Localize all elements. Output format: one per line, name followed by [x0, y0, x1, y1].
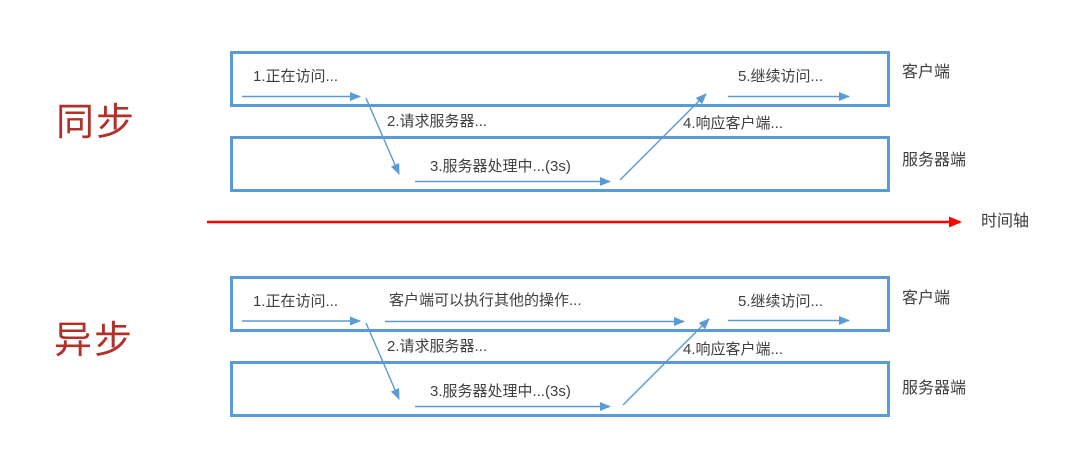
sync-server-box-label: 服务器端 — [902, 152, 967, 169]
async-client-box-label: 客户端 — [902, 290, 951, 307]
timeline-axis-label: 时间轴 — [981, 213, 1030, 230]
async-client-box — [230, 276, 890, 332]
sync-step-1-label: 1.正在访问... — [253, 68, 339, 85]
async-step-3-label: 3.服务器处理中...(3s) — [430, 383, 571, 400]
sync-client-box — [230, 51, 890, 107]
sync-step-4-label: 4.响应客户端... — [683, 115, 784, 132]
sync-step-3-label: 3.服务器处理中...(3s) — [430, 158, 571, 175]
async-server-box-label: 服务器端 — [902, 380, 967, 397]
async-extra-operations-label: 客户端可以执行其他的操作... — [389, 292, 582, 309]
async-server-box — [230, 361, 890, 417]
async-section-title: 异步 — [54, 320, 135, 362]
async-step-2-label: 2.请求服务器... — [387, 338, 488, 355]
sync-client-box-label: 客户端 — [902, 64, 951, 81]
async-step-5-label: 5.继续访问... — [738, 293, 824, 310]
sync-server-box — [230, 136, 890, 192]
sync-section-title: 同步 — [56, 102, 137, 144]
async-step-4-label: 4.响应客户端... — [683, 341, 784, 358]
async-step-1-label: 1.正在访问... — [253, 293, 339, 310]
sync-step-5-label: 5.继续访问... — [738, 68, 824, 85]
sync-step-2-label: 2.请求服务器... — [387, 113, 488, 130]
